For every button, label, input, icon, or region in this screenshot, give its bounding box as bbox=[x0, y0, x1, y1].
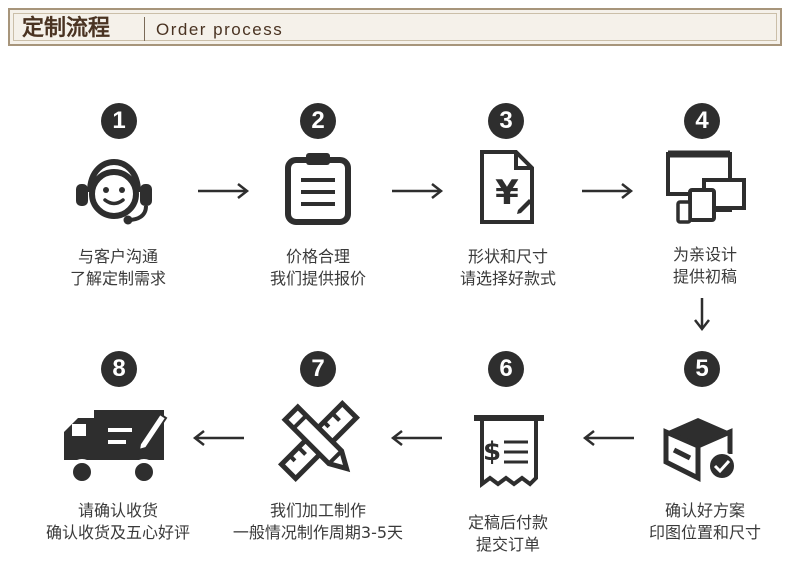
step-5-line-2: 印图位置和尺寸 bbox=[648, 523, 761, 542]
step-3-line-2: 请选择好款式 bbox=[459, 269, 556, 288]
step-5-line-1: 确认好方案 bbox=[664, 501, 745, 520]
step-label-7: 我们加工制作 一般情况制作周期3-5天 bbox=[208, 500, 428, 544]
arrow-right-icon bbox=[198, 183, 250, 199]
page-subtitle: Order process bbox=[156, 20, 284, 39]
step-4-line-1: 为亲设计 bbox=[672, 245, 737, 264]
step-8-line-2: 确认收货及五心好评 bbox=[45, 523, 190, 542]
step-3-line-1: 形状和尺寸 bbox=[467, 247, 548, 266]
step-label-1: 与客户沟通 了解定制需求 bbox=[18, 246, 218, 290]
step-number-4: 4 bbox=[684, 103, 720, 139]
clipboard-icon bbox=[285, 153, 351, 225]
svg-text:$: $ bbox=[483, 437, 501, 467]
step-number-8: 8 bbox=[101, 351, 137, 387]
step-7-line-1: 我们加工制作 bbox=[269, 501, 366, 520]
customer-service-headset-icon bbox=[76, 158, 152, 225]
ruler-pencil-icon bbox=[277, 399, 361, 483]
step-number-6: 6 bbox=[488, 351, 524, 387]
receipt-icon: $ bbox=[474, 415, 544, 488]
step-6-line-1: 定稿后付款 bbox=[467, 513, 548, 532]
arrow-left-icon bbox=[582, 430, 634, 446]
devices-icon bbox=[666, 150, 746, 224]
step-label-6: 定稿后付款 提交订单 bbox=[408, 512, 608, 556]
step-1-line-1: 与客户沟通 bbox=[77, 247, 158, 266]
step-label-4: 为亲设计 提供初稿 bbox=[605, 244, 790, 288]
svg-text:¥: ¥ bbox=[495, 173, 519, 213]
step-label-8: 请确认收货 确认收货及五心好评 bbox=[6, 500, 230, 544]
step-label-2: 价格合理 我们提供报价 bbox=[218, 246, 418, 290]
arrow-left-icon bbox=[192, 430, 244, 446]
step-number-2: 2 bbox=[300, 103, 336, 139]
section-header: 定制流程 Order process bbox=[8, 8, 782, 46]
header-inner-border bbox=[13, 13, 777, 41]
arrow-right-icon bbox=[582, 183, 634, 199]
step-2-line-1: 价格合理 bbox=[285, 247, 350, 266]
confirmed-box-icon bbox=[663, 418, 736, 483]
step-number-1: 1 bbox=[101, 103, 137, 139]
price-document-icon: ¥ bbox=[480, 150, 534, 224]
step-8-line-1: 请确认收货 bbox=[77, 501, 158, 520]
arrow-down-icon bbox=[694, 298, 710, 332]
step-1-line-2: 了解定制需求 bbox=[69, 269, 166, 288]
step-4-line-2: 提供初稿 bbox=[672, 267, 737, 286]
step-7-line-2: 一般情况制作周期3-5天 bbox=[232, 523, 404, 542]
title-divider bbox=[144, 17, 145, 41]
step-6-line-2: 提交订单 bbox=[475, 535, 540, 554]
delivery-truck-icon bbox=[64, 410, 168, 485]
step-label-5: 确认好方案 印图位置和尺寸 bbox=[605, 500, 790, 544]
step-label-3: 形状和尺寸 请选择好款式 bbox=[408, 246, 608, 290]
arrow-left-icon bbox=[390, 430, 442, 446]
step-2-line-2: 我们提供报价 bbox=[269, 269, 366, 288]
step-number-5: 5 bbox=[684, 351, 720, 387]
page-title: 定制流程 bbox=[22, 16, 111, 41]
step-number-7: 7 bbox=[300, 351, 336, 387]
arrow-right-icon bbox=[392, 183, 444, 199]
step-number-3: 3 bbox=[488, 103, 524, 139]
